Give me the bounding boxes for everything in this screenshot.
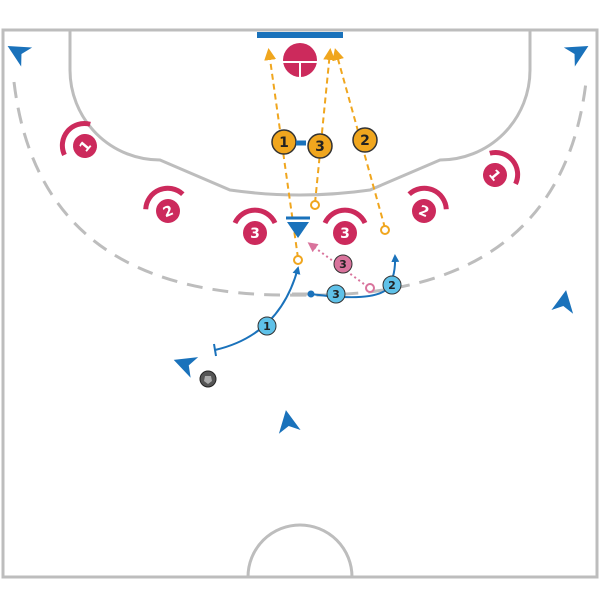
- defender-icon: [243, 221, 267, 245]
- pass-3: 3: [307, 242, 375, 293]
- svg-text:2: 2: [388, 279, 396, 292]
- goalkeeper-icon: [283, 43, 317, 77]
- step-tokens: 1 3 2: [257, 275, 402, 336]
- run-token-1: 1: [271, 129, 297, 155]
- step-token-2: 2: [382, 275, 402, 295]
- center-circle: [246, 523, 354, 578]
- step-token-3: 3: [326, 284, 346, 304]
- attacker-arrow-icon: [7, 46, 33, 67]
- attacker-arrow-icon: [287, 222, 309, 238]
- svg-text:3: 3: [340, 226, 350, 242]
- attacker-left-wing: [7, 46, 33, 67]
- defender-1-left: 1: [59, 121, 97, 158]
- defender-3-right: 3: [322, 207, 368, 245]
- defender-2-right: 2: [407, 185, 449, 223]
- court: [1, 28, 599, 579]
- svg-text:1: 1: [263, 320, 271, 333]
- attackers: [7, 46, 589, 434]
- attacker-arrow-icon: [173, 357, 199, 378]
- attacker-right-wing: [563, 46, 589, 67]
- attacker-moves: [213, 254, 400, 357]
- attacker-arrow-icon: [563, 46, 589, 67]
- pivot-attacker: [286, 216, 310, 238]
- run-path-3: [314, 48, 336, 204]
- attacker-center-back: [278, 410, 301, 434]
- defender-icon: [73, 134, 97, 158]
- ball: [199, 370, 217, 388]
- attacker-right-back: [551, 290, 574, 314]
- attacker-arrow-icon: [551, 290, 574, 314]
- attacker-arrow-icon: [278, 410, 301, 434]
- defender-icon: [412, 199, 436, 223]
- run-paths: [264, 48, 390, 265]
- defender-icon: [333, 221, 357, 245]
- run-start-3: [310, 200, 320, 210]
- svg-text:1: 1: [279, 135, 289, 151]
- run-start-1: [293, 255, 303, 265]
- run-start-2: [380, 225, 390, 235]
- run-token-2: 2: [352, 127, 378, 153]
- svg-text:3: 3: [315, 139, 325, 155]
- step-token-1: 1: [257, 316, 277, 336]
- svg-text:3: 3: [339, 258, 347, 271]
- svg-text:3: 3: [332, 288, 340, 301]
- attacker-ball-carrier: [173, 357, 199, 378]
- defender-3-left: 3: [232, 207, 278, 245]
- defenders: 1 2 3 3 2 1: [59, 121, 521, 245]
- run-tokens: 1 3 2: [271, 127, 378, 159]
- svg-text:3: 3: [250, 226, 260, 242]
- goalkeeper: [283, 43, 317, 77]
- defender-1-right: 1: [483, 150, 521, 187]
- move-path-1: [214, 266, 301, 351]
- defender-icon: [156, 199, 180, 223]
- defender-2-left: 2: [143, 185, 185, 223]
- defender-icon: [483, 163, 507, 187]
- run-token-3: 3: [307, 133, 333, 159]
- svg-text:2: 2: [360, 133, 370, 149]
- court-boundary: [1, 28, 599, 579]
